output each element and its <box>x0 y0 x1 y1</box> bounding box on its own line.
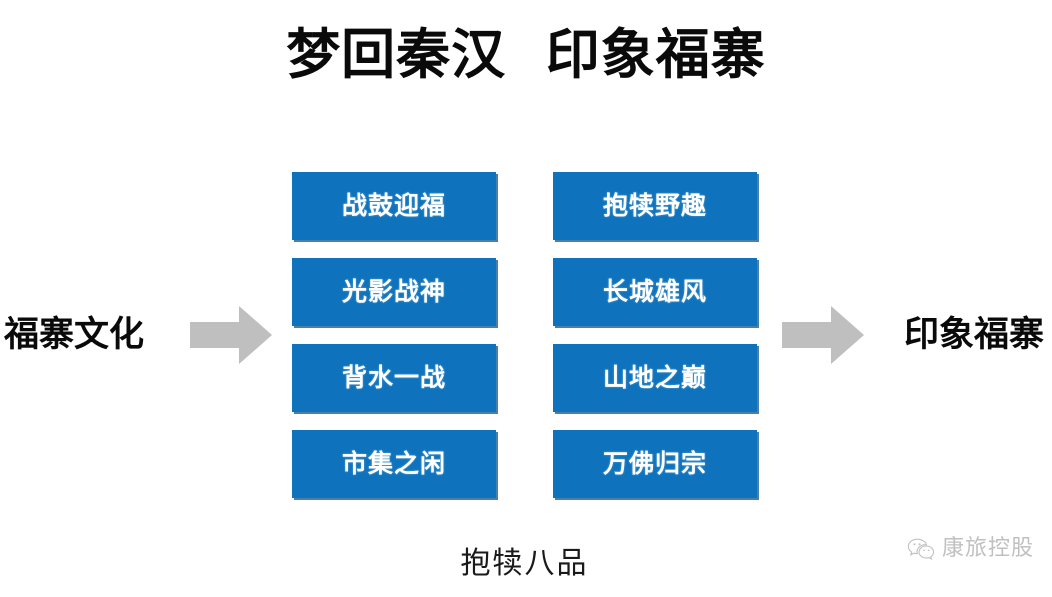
feature-box-label: 战鼓迎福 <box>341 191 446 220</box>
feature-box[interactable]: 山地之巅 <box>553 344 757 412</box>
feature-box[interactable]: 长城雄风 <box>553 258 757 326</box>
feature-box-label: 光影战神 <box>341 277 446 306</box>
feature-box-column-right: 抱犊野趣 长城雄风 山地之巅 万佛归宗 <box>553 172 757 498</box>
feature-box-label: 万佛归宗 <box>602 449 707 478</box>
flow-output-label: 印象福寨 <box>903 315 1044 355</box>
wechat-icon <box>907 537 935 561</box>
page-title: 梦回秦汉 印象福寨 <box>286 23 766 86</box>
feature-box-label: 长城雄风 <box>602 277 707 306</box>
watermark: 康旅控股 <box>907 536 1034 562</box>
watermark-label: 康旅控股 <box>941 536 1034 561</box>
feature-box-label: 背水一战 <box>341 363 446 392</box>
flow-input-label: 福寨文化 <box>4 315 145 355</box>
feature-box[interactable]: 光影战神 <box>292 258 496 326</box>
right-block-arrow-icon <box>782 304 864 366</box>
caption-text: 抱犊八品 <box>460 546 589 581</box>
feature-box-column-left: 战鼓迎福 光影战神 背水一战 市集之闲 <box>292 172 496 498</box>
feature-box[interactable]: 市集之闲 <box>292 430 496 498</box>
feature-box-label: 山地之巅 <box>602 363 707 392</box>
feature-box[interactable]: 背水一战 <box>292 344 496 412</box>
feature-box[interactable]: 战鼓迎福 <box>292 172 496 240</box>
feature-box[interactable]: 万佛归宗 <box>553 430 757 498</box>
feature-box-label: 市集之闲 <box>341 449 446 478</box>
feature-box[interactable]: 抱犊野趣 <box>553 172 757 240</box>
right-block-arrow-icon <box>190 304 272 366</box>
feature-box-label: 抱犊野趣 <box>602 191 707 220</box>
